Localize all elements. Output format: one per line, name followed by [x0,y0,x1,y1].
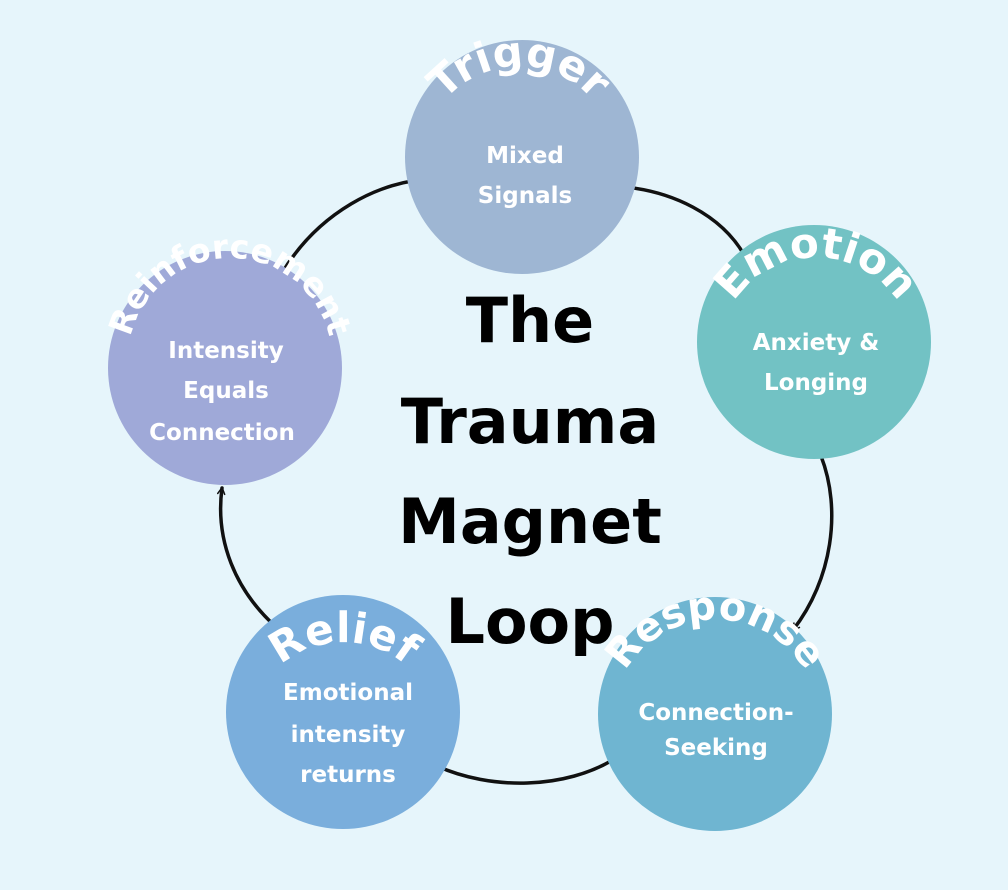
node-reinforcement: Reinforcement Intensity Equals Connectio… [101,227,359,485]
center-title-line-4: Loop [445,585,614,658]
node-response-circle [598,597,832,831]
node-relief-body-line-1: Emotional [283,680,413,706]
arrow-response-to-relief [435,756,618,785]
arrow-relief-to-reinforcement [216,486,278,629]
node-trigger-circle [405,40,639,274]
center-title-line-3: Magnet [398,485,662,558]
center-title: The Trauma Magnet Loop [398,284,662,658]
center-title-line-1: The [466,284,594,357]
node-relief: Relief Emotional intensity returns [226,595,460,829]
node-response: Response Connection- Seeking [596,583,835,831]
node-relief-circle [226,595,460,829]
node-emotion-circle [697,225,931,459]
node-response-body-line-1: Connection- [638,700,793,726]
node-emotion-body-line-2: Longing [764,370,868,396]
node-trigger-body-line-2: Signals [478,183,572,209]
node-relief-body-line-3: returns [300,762,396,788]
node-response-body-line-2: Seeking [664,735,768,761]
node-reinforcement-body-line-1: Intensity [168,338,283,364]
node-emotion: Emotion Anxiety & Longing [697,218,931,459]
node-reinforcement-circle [108,251,342,485]
node-reinforcement-body-line-2: Equals [183,378,269,404]
node-trigger: Trigger Mixed Signals [405,27,639,274]
node-trigger-body-line-1: Mixed [486,143,564,169]
node-emotion-body-line-1: Anxiety & [753,330,880,356]
node-reinforcement-body-line-3: Connection [149,420,295,446]
center-title-line-2: Trauma [401,385,659,458]
arrow-emotion-to-response [791,454,834,632]
node-relief-body-line-2: intensity [291,722,406,748]
